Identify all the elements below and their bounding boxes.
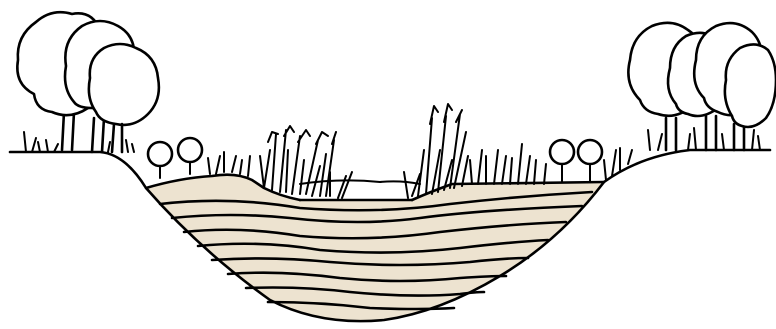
left-tree-trunk-1: [62, 112, 74, 150]
right-bank-vegetation: [470, 140, 632, 184]
right-tree-trunk-2: [706, 116, 716, 150]
left-shrub-2: [178, 138, 202, 162]
right-tree-trunk-3: [734, 124, 744, 150]
right-shrub-2: [578, 140, 602, 164]
right-shrub-1: [550, 140, 574, 164]
right-bank-grass: [470, 144, 546, 184]
left-tree-trunk-2: [92, 118, 104, 152]
left-grass: [24, 132, 134, 152]
right-tree-crown-4: [725, 44, 776, 127]
left-shrub-1: [148, 142, 172, 166]
right-tree-group: [628, 23, 776, 150]
left-shrub-group: [148, 138, 250, 178]
stream-surface: [300, 180, 420, 184]
right-tree-trunk-1: [666, 118, 676, 150]
left-reeds: [260, 126, 352, 198]
left-bank-grass: [208, 152, 250, 176]
left-tree-group: [17, 12, 159, 152]
left-tree-trunk-3: [112, 124, 122, 152]
left-tree-crown-front: [89, 44, 159, 125]
right-bank-grass-2: [604, 148, 632, 180]
